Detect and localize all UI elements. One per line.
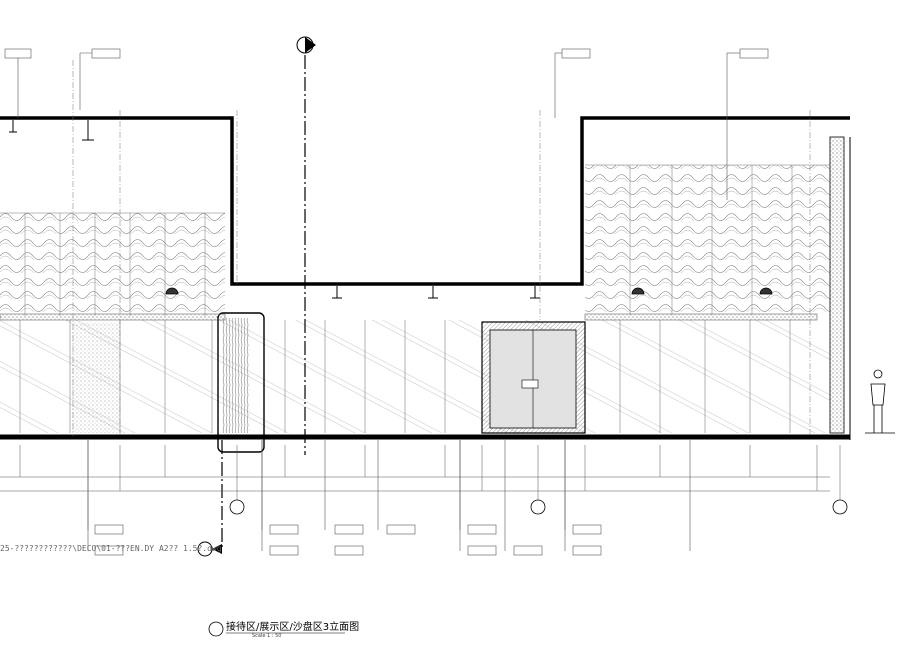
wave-panel-left — [0, 213, 225, 316]
door-handle — [521, 379, 539, 389]
top-annotations — [4, 48, 769, 200]
title-marker-icon — [208, 621, 224, 637]
guide-lines — [72, 60, 811, 436]
drawing-title: 接待区/展示区/沙盘区3立面图 — [226, 620, 359, 633]
ceiling-outline — [0, 116, 850, 286]
wave-panel-right — [585, 165, 830, 315]
textured-column-left — [72, 322, 120, 433]
section-marker-icon-bottom — [197, 541, 222, 557]
right-edge-strip — [829, 136, 845, 434]
wood-grain-column — [222, 318, 250, 433]
bottom-annotations — [87, 440, 691, 556]
axis-bubbles — [229, 499, 848, 515]
wall-lamp-icon — [165, 287, 773, 295]
lower-wall-hatch — [0, 320, 830, 433]
ceiling-fixtures — [9, 120, 540, 299]
decor-band-right — [584, 313, 818, 321]
drawing-scale: Scale 1 : 50 — [252, 633, 281, 639]
file-path-label: 25-????????????\DECO\01-???EN.DY A2?? 1.… — [0, 544, 222, 553]
wave-panel-joints — [0, 164, 830, 316]
dimension-lines — [0, 445, 841, 500]
callout-box — [217, 312, 265, 453]
decor-band-left — [0, 313, 226, 321]
section-marker-icon — [296, 36, 316, 54]
human-figure-icon — [865, 369, 895, 434]
lower-wall-joints — [19, 320, 791, 433]
